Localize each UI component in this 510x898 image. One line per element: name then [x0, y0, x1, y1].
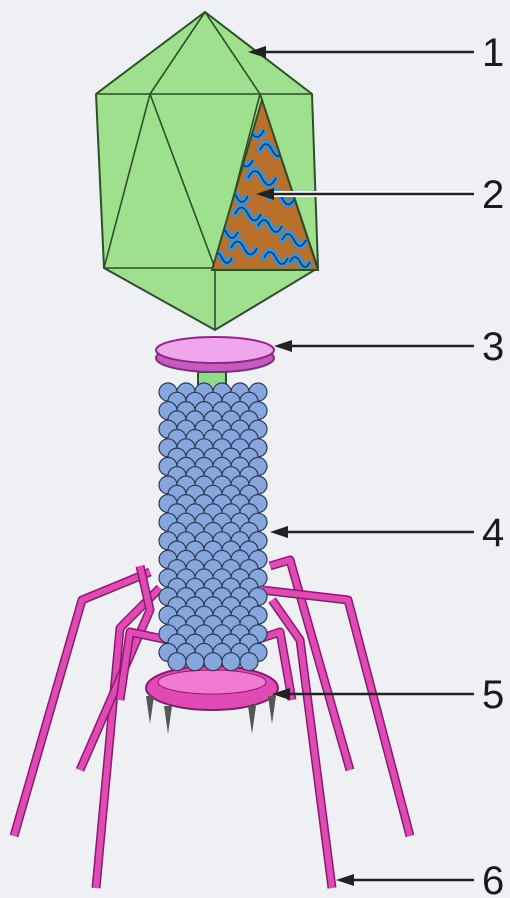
sheath-bead	[204, 653, 222, 671]
sheath-bead	[240, 653, 258, 671]
label-number-collar: 3	[482, 325, 504, 369]
base-plate-spike	[164, 706, 172, 734]
label-tail-fibers: 6	[336, 859, 504, 898]
sheath-bead	[168, 653, 186, 671]
sheath-bead	[186, 653, 204, 671]
label-collar: 3	[274, 325, 504, 369]
base-plate	[146, 666, 278, 734]
pointer-arrow-tail-sheath	[270, 526, 288, 538]
label-number-head: 1	[482, 31, 504, 75]
base-plate-spike	[146, 696, 154, 724]
tail-sheath	[159, 383, 267, 671]
base-plate-top	[158, 670, 266, 694]
label-tail-sheath: 4	[270, 511, 504, 555]
tail-fiber-outline	[14, 572, 150, 836]
sheath-bead	[222, 653, 240, 671]
collar-top	[156, 337, 274, 363]
pointer-arrow-collar	[274, 340, 292, 352]
pointer-arrow-tail-fibers	[336, 874, 354, 886]
base-plate-spike	[248, 706, 256, 734]
label-head: 1	[248, 31, 504, 75]
label-number-tail-fibers: 6	[482, 859, 504, 898]
label-number-base-plate: 5	[482, 673, 504, 717]
base-plate-spike	[268, 696, 276, 724]
head-capsid	[96, 12, 330, 330]
label-number-tail-sheath: 4	[482, 511, 504, 555]
collar	[156, 337, 274, 372]
label-number-nucleic-acid: 2	[482, 173, 504, 217]
